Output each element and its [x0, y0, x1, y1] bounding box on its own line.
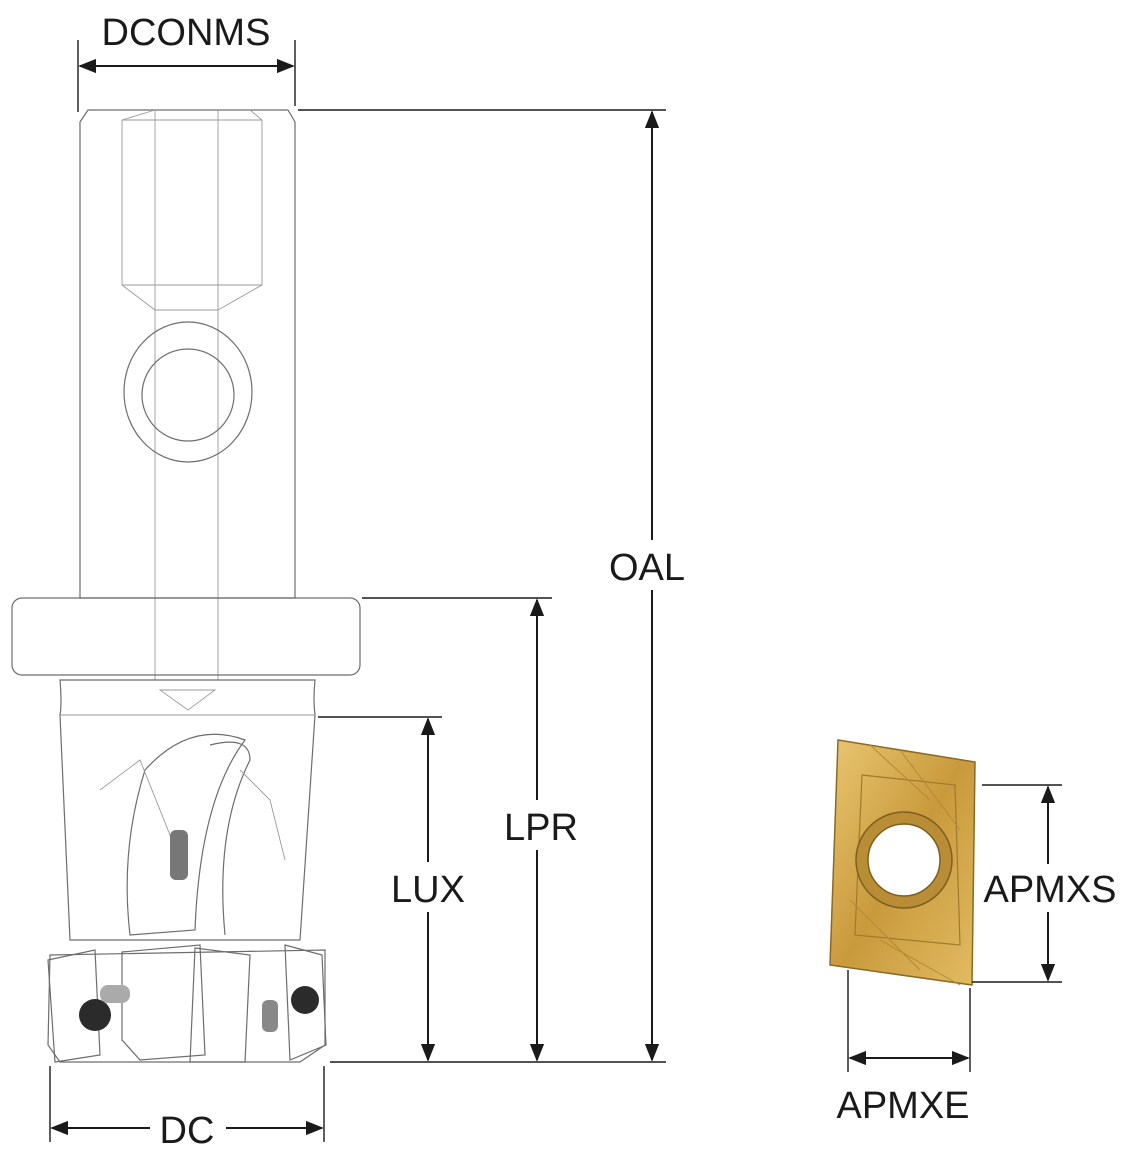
head-base — [47, 949, 326, 1063]
head — [59, 679, 316, 941]
label-lux: LUX — [391, 869, 465, 911]
clamp-hole — [141, 348, 235, 442]
dimension-lux: LUX — [318, 716, 470, 1062]
dimension-apmxe: APMXE — [836, 970, 971, 1127]
dimension-dc: DC — [49, 1066, 325, 1152]
label-dconms: DCONMS — [102, 12, 271, 54]
milling-cutter — [11, 109, 361, 1063]
flange — [11, 597, 361, 676]
dimension-oal: OAL — [298, 109, 696, 1063]
dimension-dconms: DCONMS — [77, 12, 296, 112]
label-apmxe: APMXE — [836, 1085, 969, 1127]
insert-detail — [829, 739, 976, 986]
cutting-inserts — [47, 944, 327, 1063]
flat-recess — [123, 321, 253, 463]
dimension-apmxs: APMXS — [972, 784, 1118, 983]
label-dc: DC — [160, 1110, 215, 1152]
label-lpr: LPR — [504, 807, 578, 849]
insert-screw-hole — [867, 823, 941, 897]
label-oal: OAL — [609, 547, 685, 589]
dimension-lpr: LPR — [362, 597, 582, 1062]
shank — [79, 109, 296, 599]
label-apmxs: APMXS — [983, 869, 1116, 911]
